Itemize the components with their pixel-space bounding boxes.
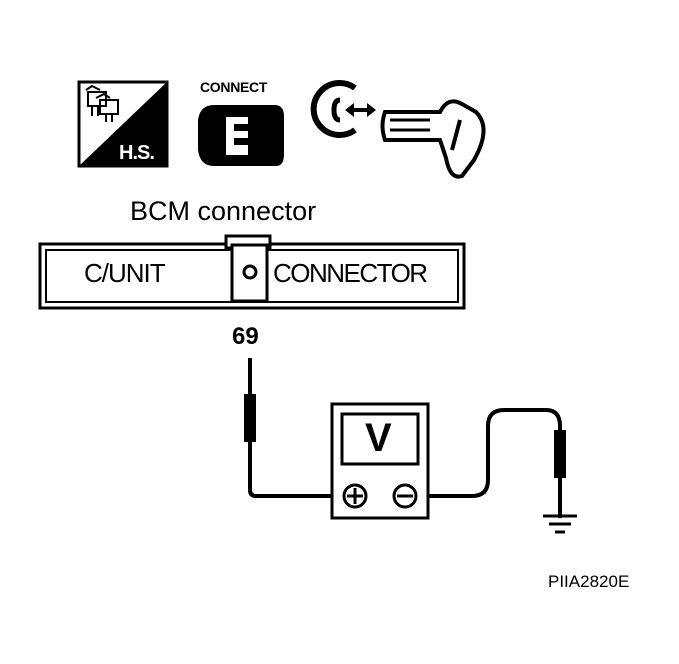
- wiring: [248, 358, 577, 534]
- harness-service-label: H.S.: [119, 142, 155, 164]
- harness-service-icon: [77, 80, 169, 168]
- positive-probe: [244, 394, 256, 442]
- voltmeter: [330, 402, 430, 520]
- connector-terminal-hole: [242, 264, 258, 280]
- connect-icon-label: CONNECT: [200, 79, 268, 95]
- connect-icon: [198, 105, 284, 166]
- bcm-connector: [38, 234, 466, 310]
- figure-id: PIIA2820E: [548, 572, 630, 591]
- ignition-key-icon: [310, 80, 486, 179]
- ground-probe: [554, 430, 566, 478]
- connector-left-label: C/UNIT: [84, 258, 166, 288]
- pin-number: 69: [232, 323, 259, 350]
- connector-title: BCM connector: [130, 196, 317, 226]
- meter-label: V: [365, 416, 392, 460]
- connector-right-label: CONNECTOR: [273, 258, 428, 288]
